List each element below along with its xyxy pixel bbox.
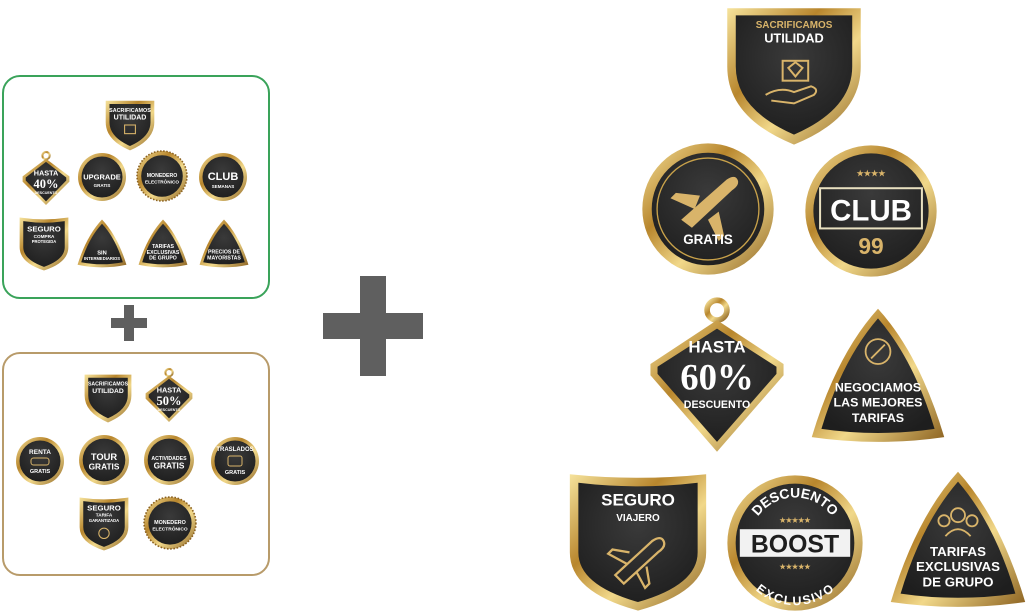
badge-text: TARIFAS <box>930 544 986 559</box>
badge-text: COMPRA <box>34 234 55 239</box>
badge-text: VIAJERO <box>616 513 660 524</box>
badge-text: GRATIS <box>30 469 51 475</box>
badge-text: MONEDERO <box>154 520 186 526</box>
badge-text: RENTA <box>29 449 51 456</box>
badge-text: SACRIFICAMOS <box>756 20 833 31</box>
stars-icon: ★★★★★ <box>780 516 812 524</box>
badge-text: DESCUENTO <box>158 408 181 412</box>
seal-icon <box>98 527 110 540</box>
car-icon <box>30 457 50 466</box>
badge-text: SIN <box>97 250 107 256</box>
club-semanas-badge: CLUB SEMANAS <box>199 153 247 201</box>
badge-text: GRATIS <box>683 232 733 247</box>
sin-intermediarios-badge: SIN INTERMEDIARIOS <box>77 219 127 268</box>
sacrificamos-utilidad-badge: SACRIFICAMOS UTILIDAD <box>105 100 155 151</box>
badge-text: 50% <box>157 394 182 408</box>
descuento-boost-exclusivo-badge: DESCUENTO BOOST ★★★★★ ★★★★★ EXCLUSIVO <box>727 475 863 611</box>
badge-text: UTILIDAD <box>114 115 147 122</box>
badge-text: HASTA <box>688 338 745 357</box>
sacrificamos-utilidad-main-badge: SACRIFICAMOS UTILIDAD <box>727 8 861 145</box>
stars-icon: ★★★★★ <box>780 563 812 571</box>
badge-text: BOOST <box>751 532 839 559</box>
hasta-40-descuento-badge: HASTA 40% DESCUENTO <box>22 150 70 205</box>
badge-text: ELECTRÓNICO <box>145 177 179 184</box>
badge-text: 60% <box>680 356 754 397</box>
badge-text: ELECTRÓNICO <box>152 525 188 533</box>
sacrificamos-utilidad-badge: SACRIFICAMOS UTILIDAD <box>84 374 132 423</box>
gratis-plane-badge: GRATIS <box>642 143 774 275</box>
seguro-compra-protegida-badge: SEGURO COMPRA PROTEGIDA <box>19 217 69 271</box>
badge-text: EXCLUSIVAS <box>147 250 180 256</box>
stars-icon: ★★★★ <box>857 169 887 178</box>
hasta-50-descuento-badge: HASTA 50% DESCUENTO <box>145 367 193 422</box>
club-99-badge: ★★★★ CLUB 99 <box>805 145 937 277</box>
actividades-gratis-badge: ACTIVIDADES GRATIS <box>144 435 194 485</box>
badge-text: DESCUENTO <box>35 191 58 195</box>
badge-text: SEMANAS <box>212 184 235 189</box>
badge-text: ACTIVIDADES <box>151 456 187 462</box>
badge-text: SACRIFICAMOS <box>109 108 151 114</box>
badge-text: GRATIS <box>225 470 246 476</box>
badge-text: GRATIS <box>94 183 111 188</box>
diamond-gift-icon <box>765 59 818 105</box>
upgrade-gratis-badge: UPGRADE GRATIS <box>78 153 126 201</box>
badge-text: CLUB <box>208 171 239 183</box>
negociamos-las-mejores-tarifas-badge: NEGOCIAMOS LAS MEJORES TARIFAS <box>811 308 945 442</box>
plus-icon <box>111 305 147 341</box>
badge-text: UTILIDAD <box>764 30 824 45</box>
group-people-icon <box>937 507 979 537</box>
badge-text: UTILIDAD <box>92 388 124 395</box>
badge-text: SEGURO <box>27 225 61 234</box>
badge-text: PRECIOS DE <box>208 249 241 255</box>
seguro-viajero-badge: SEGURO VIAJERO <box>569 474 707 611</box>
van-icon <box>227 455 243 467</box>
badge-text: EXCLUSIVAS <box>916 559 1000 574</box>
badge-text: 40% <box>34 177 59 191</box>
badge-text: TRASLADOS <box>216 447 253 453</box>
badge-text: TOUR <box>91 452 118 462</box>
badge-text: PROTEGIDA <box>32 239 57 244</box>
badge-text: 99 <box>858 233 883 259</box>
badge-text: TARIFA <box>96 513 113 518</box>
badge-text: SEGURO <box>601 491 675 510</box>
badge-text: NEGOCIAMOS <box>835 381 921 395</box>
badge-text: HASTA <box>34 168 59 177</box>
plus-icon <box>323 276 423 376</box>
hasta-60-descuento-badge: HASTA 60% DESCUENTO <box>650 297 784 452</box>
airplane-icon <box>670 176 739 242</box>
badge-text: UPGRADE <box>83 173 121 182</box>
airplane-icon <box>606 537 666 590</box>
badge-text: DE GRUPO <box>923 575 994 590</box>
badge-text: MONEDERO <box>147 173 178 179</box>
gift-icon <box>124 124 136 135</box>
tour-gratis-badge: TOUR GRATIS <box>79 435 129 485</box>
badge-text: LAS MEJORES <box>834 396 923 410</box>
monedero-electronico-badge: MONEDERO ELECTRÓNICO <box>136 150 188 202</box>
badge-text: GRATIS <box>89 461 120 471</box>
badge-text: SEGURO <box>87 504 121 513</box>
traslados-gratis-badge: TRASLADOS GRATIS <box>211 437 259 485</box>
monedero-electronico-badge: MONEDERO ELECTRÓNICO <box>143 496 197 550</box>
precios-de-mayoristas-badge: PRECIOS DE MAYORISTAS <box>199 219 249 268</box>
renta-gratis-badge: RENTA GRATIS <box>16 437 64 485</box>
badge-text: HASTA <box>157 385 182 394</box>
percent-seal-icon <box>864 338 892 365</box>
badge-text: DE GRUPO <box>149 256 177 262</box>
badge-text: INTERMEDIARIOS <box>84 256 120 261</box>
badge-text: MAYORISTAS <box>207 256 241 262</box>
badge-text: CLUB <box>830 194 912 227</box>
tarifas-exclusivas-de-grupo-main-badge: TARIFAS EXCLUSIVAS DE GRUPO <box>890 471 1026 607</box>
seguro-tarifa-garantizada-badge: SEGURO TARIFA GARANTIZADA <box>79 497 129 551</box>
badge-text: TARIFAS <box>152 244 174 250</box>
badge-text: GARANTIZADA <box>89 518 119 523</box>
tarifas-exclusivas-de-grupo-badge: TARIFAS EXCLUSIVAS DE GRUPO <box>138 219 188 268</box>
badge-text: GRATIS <box>154 460 185 470</box>
badge-text: DESCUENTO <box>684 399 750 411</box>
badge-text: SACRIFICAMOS <box>88 382 129 388</box>
badge-text: TARIFAS <box>852 411 904 425</box>
